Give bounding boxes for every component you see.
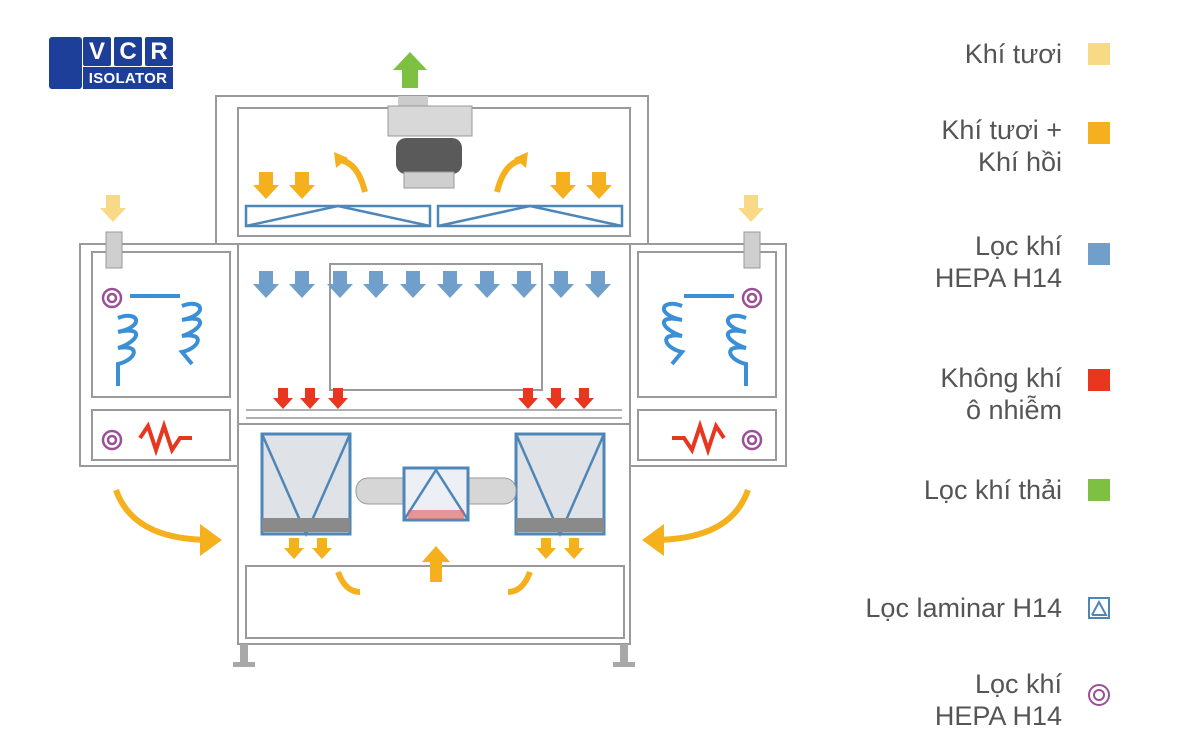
- hepa-air-arrows: [253, 271, 611, 298]
- logo-letter-c: C: [114, 37, 142, 66]
- logo-letter-v: V: [83, 37, 111, 66]
- logo-subtitle: ISOLATOR: [83, 67, 173, 89]
- legend-swatch-contaminated-air: [1088, 369, 1110, 391]
- top-hepa-filter-panel: [244, 204, 624, 228]
- center-duct-filter: [355, 466, 517, 522]
- perforated-plate: [246, 409, 622, 419]
- legend-swatch-exhaust: [1088, 479, 1110, 501]
- exhaust-arrow: [393, 52, 427, 88]
- mixed-air-arrows: [253, 172, 612, 582]
- contaminated-air-arrows: [273, 388, 594, 409]
- mixed-air-curve-heads: [200, 152, 664, 556]
- legend-swatch-fresh-air: [1088, 43, 1110, 65]
- vcr-isolator-logo: V C R ISOLATOR: [49, 37, 173, 91]
- legend-label-hepa-air: Lọc khí HEPA H14: [934, 231, 1062, 293]
- fresh-air-arrows: [100, 195, 764, 222]
- legend-laminar-filter-icon: [1088, 597, 1110, 619]
- legend-label-exhaust: Lọc khí thải: [923, 475, 1062, 505]
- legend-swatch-hepa-air: [1088, 243, 1110, 265]
- legs: [233, 644, 635, 667]
- legend-label-fresh-air: Khí tươi: [964, 39, 1062, 69]
- logo-mark-icon: [49, 37, 82, 89]
- hepa-rings: [101, 287, 763, 451]
- legend-label-hepa-ring: Lọc khí HEPA H14: [934, 669, 1062, 731]
- legend-label-laminar: Lọc laminar H14: [865, 593, 1062, 623]
- inlet-pipes: [105, 231, 761, 269]
- legend-hepa-ring-icon: [1088, 684, 1110, 706]
- mixed-air-curves: [113, 157, 751, 595]
- logo-letter-r: R: [145, 37, 173, 66]
- hepa-swirls: [116, 294, 748, 386]
- contaminated-zigzags: [138, 419, 726, 457]
- legend-swatch-mixed-air: [1088, 122, 1110, 144]
- legend-label-mixed-air: Khí tươi + Khí hồi: [941, 115, 1062, 177]
- laminar-filter-left: [260, 432, 352, 538]
- legend-label-contaminated-air: Không khí ô nhiễm: [940, 363, 1062, 425]
- laminar-filter-right: [514, 432, 606, 538]
- exhaust-fan: [387, 96, 473, 189]
